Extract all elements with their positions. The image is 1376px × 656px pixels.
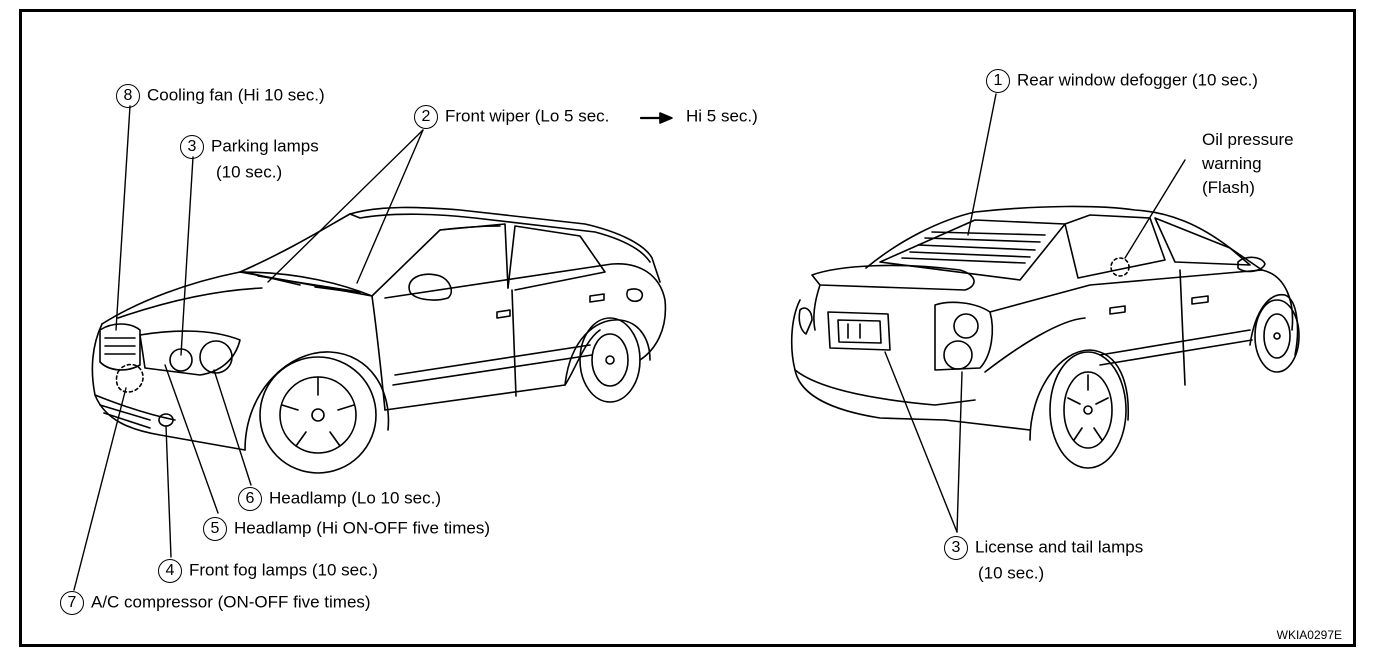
label-front-wiper: 2 Front wiper (Lo 5 sec.: [414, 104, 609, 129]
front-leader-lines: [73, 105, 424, 591]
label-text: Front fog lamps (10 sec.): [189, 560, 378, 580]
label-front-wiper-hi: Hi 5 sec.): [686, 104, 758, 129]
label-license-tail-lamps: 3 License and tail lamps: [944, 535, 1143, 560]
callout-number: 4: [158, 558, 182, 583]
front-car-drawing: [91, 206, 667, 474]
label-text: A/C compressor (ON-OFF five times): [91, 592, 371, 612]
label-text: Front wiper (Lo 5 sec.: [445, 106, 610, 126]
callout-number: 5: [203, 516, 227, 541]
rear-leader-lines: [884, 93, 1186, 533]
label-text: License and tail lamps: [975, 537, 1144, 557]
label-license-tail-duration: (10 sec.): [978, 561, 1044, 586]
callout-number: 8: [116, 83, 140, 108]
diagram-frame: [19, 9, 1356, 647]
label-parking-lamps-duration: (10 sec.): [216, 160, 282, 185]
label-text: Cooling fan (Hi 10 sec.): [147, 85, 325, 105]
label-text: warning: [1202, 154, 1262, 173]
label-headlamp-lo: 6 Headlamp (Lo 10 sec.): [238, 486, 441, 511]
label-text: Hi 5 sec.): [686, 106, 758, 126]
callout-number: 1: [986, 68, 1010, 93]
callout-number: 3: [944, 535, 968, 560]
figure-code: WKIA0297E: [1276, 628, 1342, 642]
label-text: (10 sec.): [978, 563, 1045, 583]
label-text: (Flash): [1202, 178, 1255, 197]
callout-number: 6: [238, 486, 262, 511]
label-cooling-fan: 8 Cooling fan (Hi 10 sec.): [116, 83, 325, 108]
label-ac-compressor: 7 A/C compressor (ON-OFF five times): [60, 590, 371, 615]
label-text: Parking lamps: [211, 136, 319, 156]
arrow-icon: [639, 112, 673, 124]
label-parking-lamps: 3 Parking lamps: [180, 134, 319, 159]
callout-number: 7: [60, 590, 84, 615]
callout-number: 3: [180, 134, 204, 159]
rear-car-drawing: [790, 205, 1300, 469]
label-oil-pressure: Oil pressure warning (Flash): [1202, 128, 1294, 200]
callout-number: 2: [414, 104, 438, 129]
label-text: Oil pressure: [1202, 130, 1294, 149]
label-text: Headlamp (Hi ON-OFF five times): [234, 518, 490, 538]
label-headlamp-hi: 5 Headlamp (Hi ON-OFF five times): [203, 516, 490, 541]
label-text: Headlamp (Lo 10 sec.): [269, 488, 441, 508]
label-front-fog-lamps: 4 Front fog lamps (10 sec.): [158, 558, 378, 583]
label-rear-defogger: 1 Rear window defogger (10 sec.): [986, 68, 1258, 93]
label-text: (10 sec.): [216, 162, 283, 182]
label-text: Rear window defogger (10 sec.): [1017, 70, 1258, 90]
